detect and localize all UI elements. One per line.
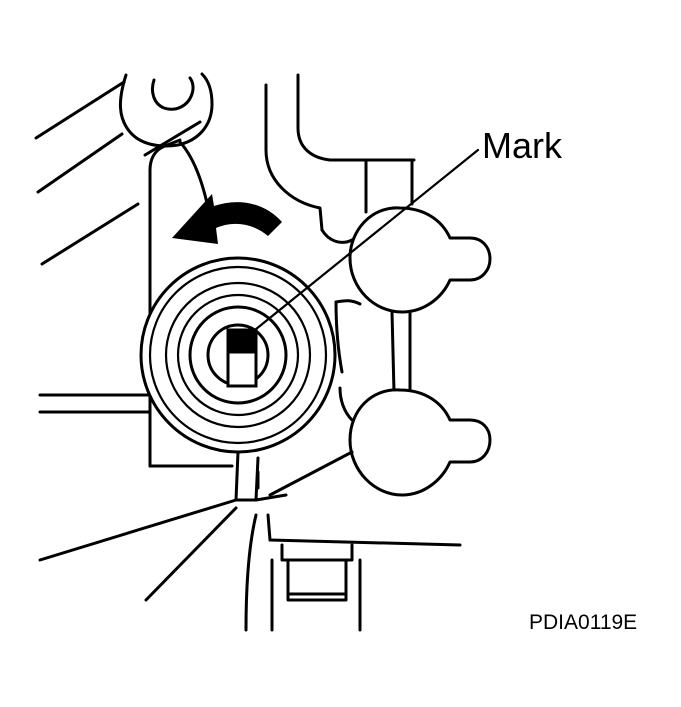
housing-ribs-bottom bbox=[38, 450, 462, 632]
shaft-mark bbox=[226, 328, 258, 388]
mounting-boss bbox=[119, 72, 214, 148]
bottom-bolt bbox=[270, 543, 362, 632]
housing-lines-left bbox=[38, 393, 152, 414]
housing-ribs-left bbox=[34, 80, 202, 266]
mark-leader-line bbox=[238, 148, 480, 344]
housing-outline-top bbox=[264, 73, 364, 244]
upper-lobe bbox=[348, 206, 492, 314]
lower-lobe bbox=[348, 388, 492, 497]
mark-label: Mark bbox=[482, 125, 562, 166]
figure-code: PDIA0119E bbox=[529, 611, 638, 634]
rotation-arrow-icon bbox=[172, 194, 282, 244]
lobe-connector bbox=[390, 310, 412, 394]
cap-fitting bbox=[360, 158, 416, 214]
